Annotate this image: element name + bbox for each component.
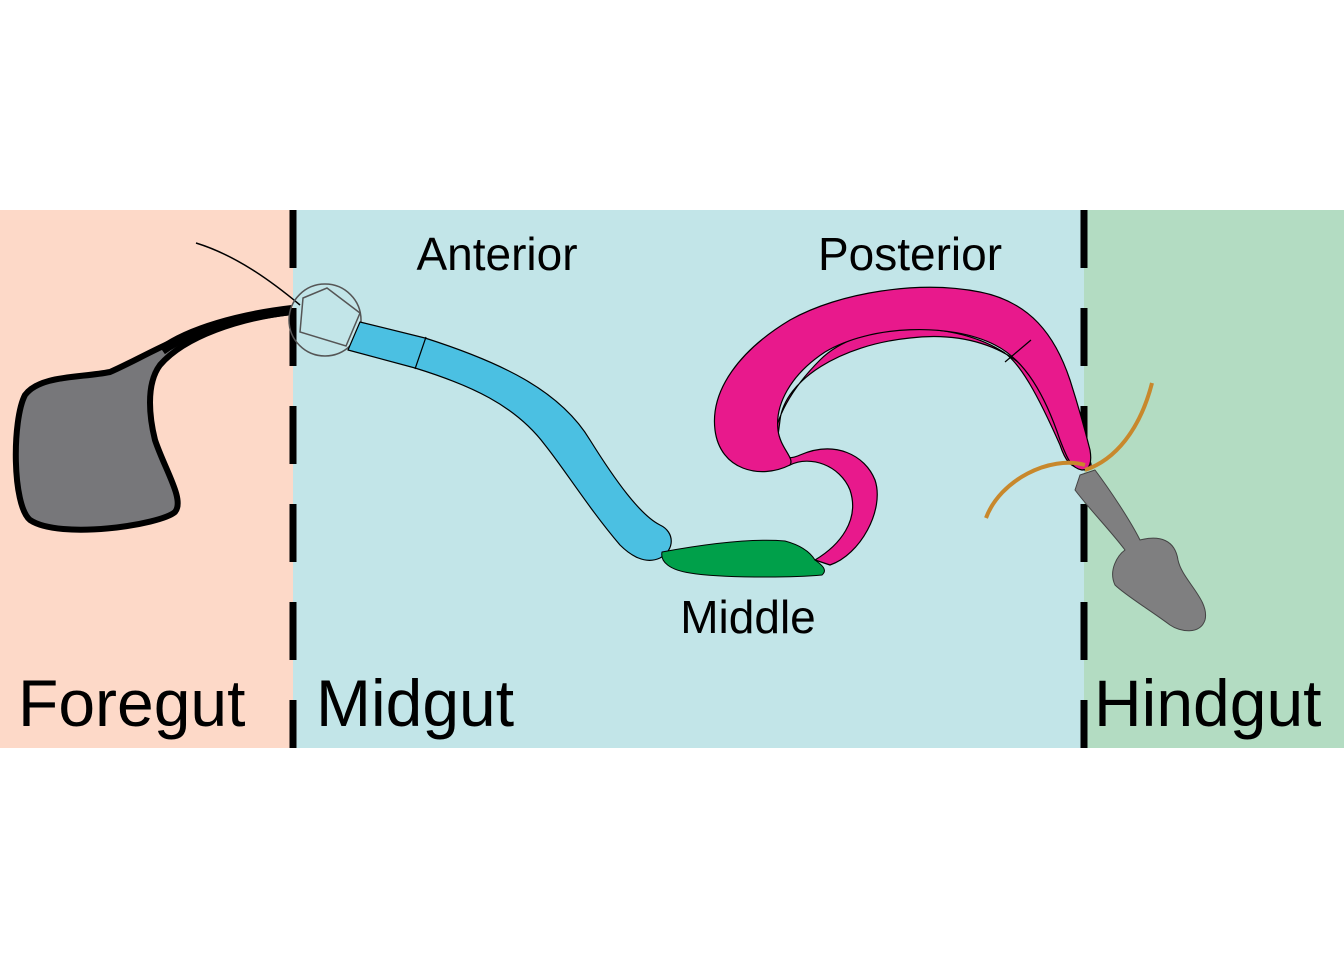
posterior-midgut-lobe: [713, 286, 1092, 473]
anterior-segment-divider: [414, 336, 427, 370]
midgut-label: Midgut: [316, 666, 514, 740]
middle-midgut: [661, 539, 825, 578]
middle-label: Middle: [680, 591, 816, 643]
proventriculus-icon: [288, 283, 362, 357]
posterior-segment-divider: [1004, 339, 1032, 363]
hindgut-tube: [1074, 469, 1207, 632]
proventriculus-inner: [299, 287, 361, 347]
hindgut-region: [1084, 210, 1344, 748]
malpighian-tubule-right: [1084, 382, 1154, 472]
crop-duct: [12, 309, 295, 533]
hindgut-label: Hindgut: [1094, 666, 1322, 740]
foregut-label: Foregut: [18, 666, 245, 740]
foregut-thin-line: [195, 242, 301, 306]
anterior-label: Anterior: [416, 228, 577, 280]
anterior-midgut: [347, 321, 672, 561]
crop-duct-highlight: [159, 305, 293, 355]
posterior-label: Posterior: [818, 228, 1002, 280]
malpighian-tubule-left: [984, 460, 1086, 519]
